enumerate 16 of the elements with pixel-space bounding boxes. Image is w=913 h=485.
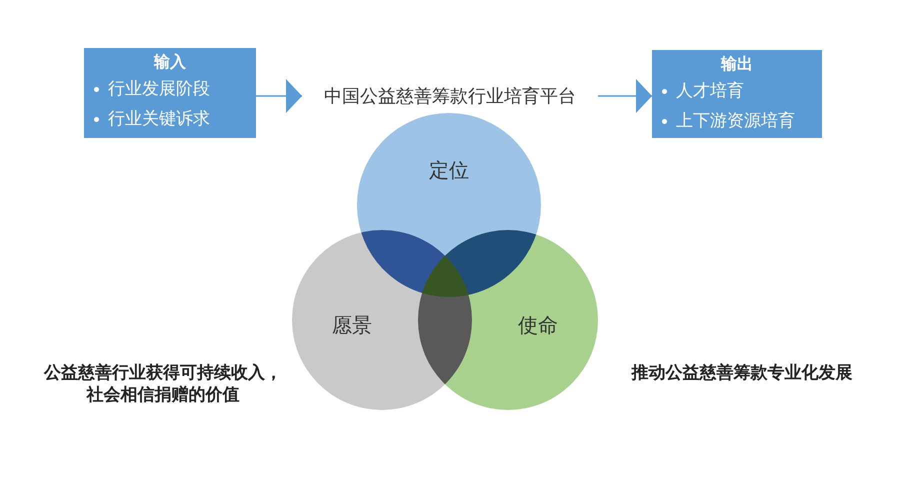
process-panel (652, 50, 822, 138)
platform-title: 中国公益慈善筹款行业培育平台 (324, 85, 576, 108)
chevron-arrow (598, 79, 652, 113)
bullet-item: 人才培育 (658, 76, 816, 106)
circle-label: 愿景 (331, 312, 373, 338)
panel-heading: 输入 (152, 51, 187, 73)
panel-heading: 输出 (720, 53, 754, 75)
bullet-item: 行业关键诉求 (90, 104, 250, 134)
process-panel (84, 48, 256, 138)
chevron-arrow (256, 79, 302, 113)
caption-text: 推动公益慈善筹款专业化发展 (630, 362, 854, 384)
circle-label: 使命 (517, 312, 559, 338)
caption-text: 公益慈善行业获得可持续收入，社会相信捐赠的价值 (42, 362, 283, 406)
circle-label: 定位 (428, 157, 470, 183)
bullet-item: 行业发展阶段 (90, 74, 250, 104)
bullet-item: 上下游资源培育 (658, 106, 816, 136)
